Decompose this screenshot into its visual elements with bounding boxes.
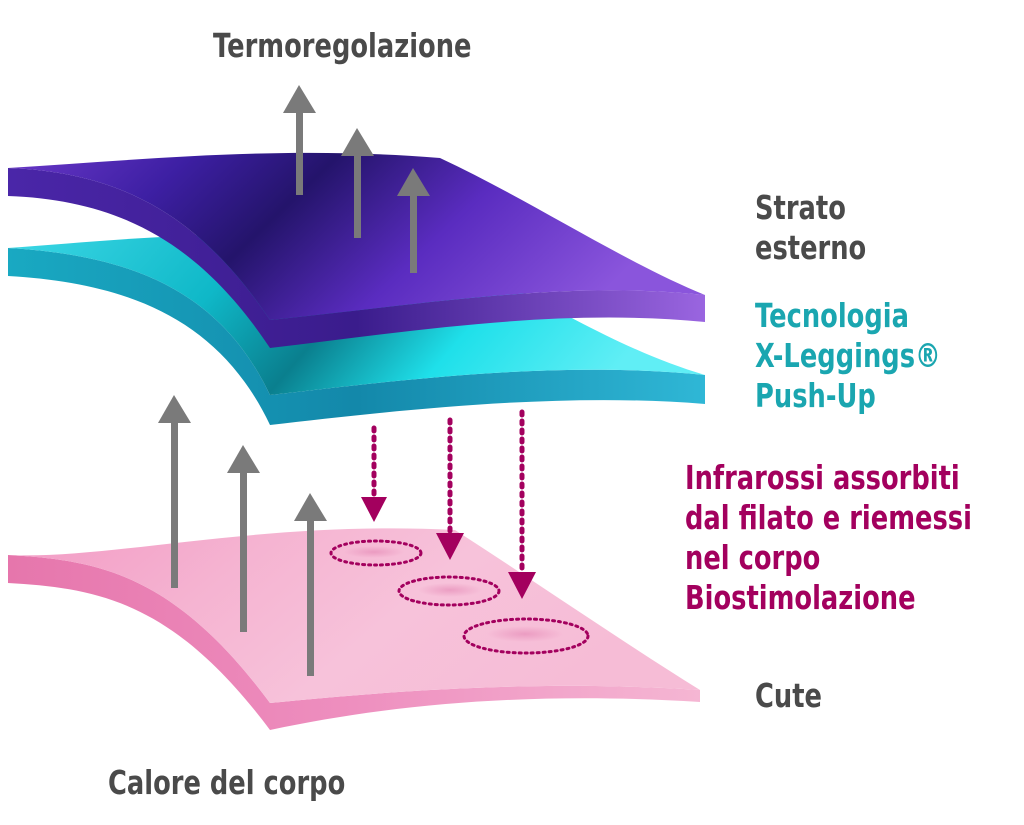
technology-label-line: X-Leggings® [755, 336, 941, 375]
absorption-ring [462, 617, 590, 655]
infrared-label-line: dal filato e riemessi [685, 498, 972, 537]
outer-layer-side [8, 168, 705, 348]
thermoregulation-label: Termoregolazione [213, 26, 472, 65]
arrow-down-dotted [508, 409, 536, 599]
absorption-spot [418, 583, 482, 597]
outer-layer-label-line: Strato [755, 188, 846, 227]
technology-label-line: Push-Up [755, 376, 876, 415]
arrow-down-dotted [361, 425, 387, 522]
arrow-up [283, 85, 316, 195]
infrared-label-line: nel corpo [685, 538, 821, 577]
skin-layer-side [8, 555, 700, 730]
infrared-label-line: Biostimolazione [685, 578, 916, 617]
absorption-ring [397, 575, 501, 607]
arrow-up [397, 168, 430, 273]
infrared-label-line: Infrarossi assorbiti [685, 458, 960, 497]
outer-layer-label-line: esterno [755, 228, 867, 267]
infrared-label: Infrarossi assorbiti dal filato e riemes… [685, 458, 972, 618]
outer-layer-label: Strato esterno [755, 188, 866, 268]
arrow-up [227, 445, 260, 632]
absorption-spot [344, 546, 404, 558]
arrow-down-dotted [436, 417, 464, 560]
skin-label: Cute [755, 676, 822, 715]
arrow-up [341, 128, 374, 238]
arrow-up [158, 395, 191, 588]
infrared-arrows [361, 409, 536, 599]
body-heat-arrows [158, 395, 327, 676]
skin-layer-top [8, 528, 700, 703]
skin-layer [8, 528, 700, 730]
technology-label: Tecnologia X-Leggings® Push-Up [755, 296, 941, 416]
arrow-up [294, 493, 327, 676]
thermoregulation-arrows [283, 85, 430, 273]
technology-layer-side [8, 248, 705, 425]
body-heat-label: Calore del corpo [108, 763, 346, 802]
technology-label-line: Tecnologia [755, 296, 909, 335]
absorption-spot [487, 626, 563, 642]
absorption-ring [329, 539, 423, 567]
